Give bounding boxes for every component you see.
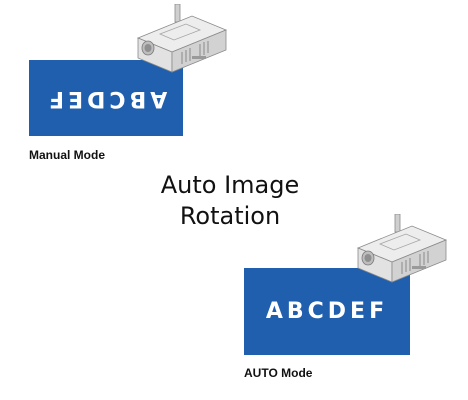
mode-label-manual: Manual Mode (29, 148, 106, 162)
projector-icon (356, 214, 448, 283)
screen-text-auto: ABCDEF (265, 299, 389, 324)
projected-screen-auto: ABCDEF (244, 268, 410, 355)
mode-label-auto: AUTO Mode (244, 366, 313, 380)
diagram-title: Auto Image Rotation (130, 170, 330, 232)
title-line-1: Auto Image (160, 171, 300, 199)
title-line-2: Rotation (179, 202, 281, 230)
screen-text-manual: ABCDEF (44, 85, 168, 111)
projected-screen-manual: ABCDEF (29, 60, 183, 136)
projector-icon (136, 4, 228, 73)
